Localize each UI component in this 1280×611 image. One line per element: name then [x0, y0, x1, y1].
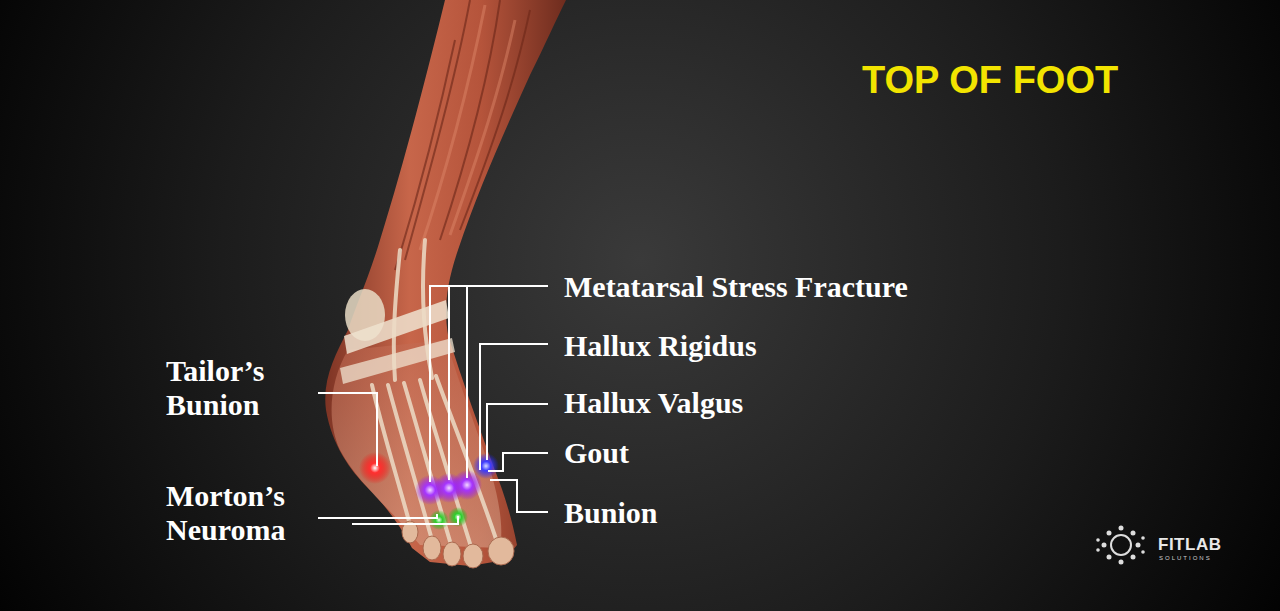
condition-label: Gout	[564, 436, 629, 470]
condition-label: Hallux Rigidus	[564, 329, 757, 363]
toes	[402, 521, 514, 568]
condition-label: Morton’s Neuroma	[166, 479, 285, 547]
logo-mark	[1096, 526, 1145, 565]
muscle-lines	[395, 0, 530, 270]
condition-label: Tailor’s Bunion	[166, 354, 264, 422]
title: TOP OF FOOT	[862, 58, 1118, 102]
condition-label: Metatarsal Stress Fracture	[564, 270, 908, 304]
muscle-highlights	[420, 5, 515, 250]
logo-text: FITLAB	[1158, 535, 1221, 555]
condition-label: Hallux Valgus	[564, 386, 743, 420]
logo-subtext: SOLUTIONS	[1159, 555, 1212, 562]
condition-label: Bunion	[564, 496, 657, 530]
leader-lines	[318, 286, 548, 524]
leg-silhouette	[325, 0, 566, 566]
